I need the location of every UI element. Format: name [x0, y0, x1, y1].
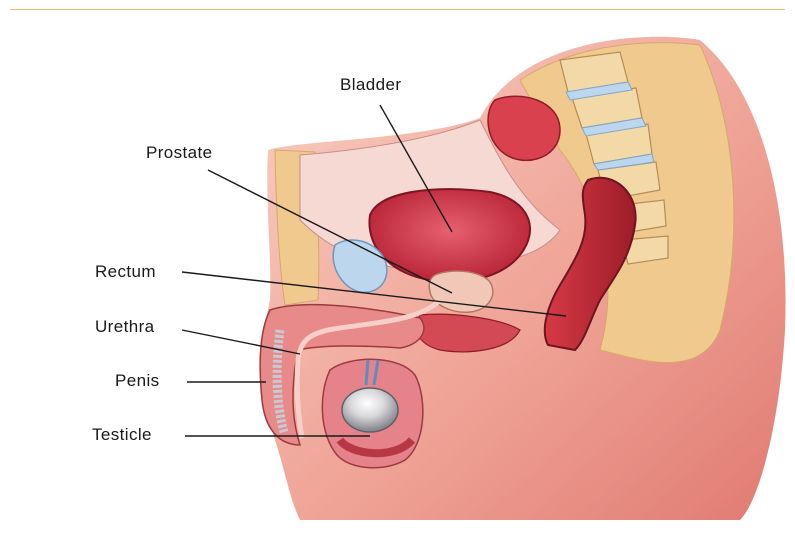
label-prostate: Prostate	[146, 143, 213, 163]
label-penis: Penis	[115, 371, 160, 391]
label-bladder: Bladder	[340, 75, 401, 95]
testicle	[342, 388, 398, 432]
label-rectum: Rectum	[95, 262, 156, 282]
label-testicle: Testicle	[92, 425, 152, 445]
label-urethra: Urethra	[95, 317, 155, 337]
